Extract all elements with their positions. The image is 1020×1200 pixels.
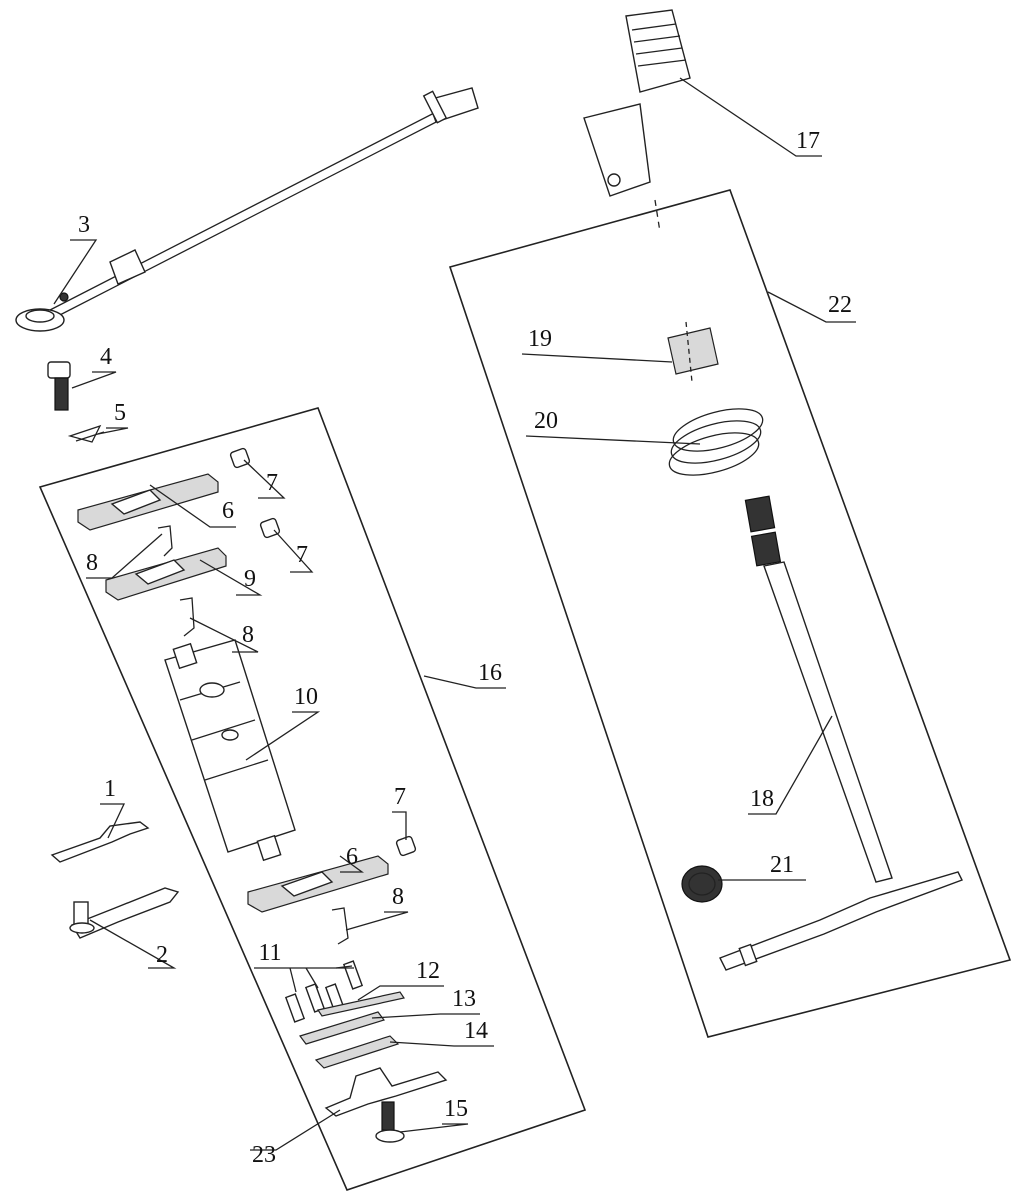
callout-14: 14 — [464, 1018, 488, 1044]
part-7-bushing-a — [229, 447, 251, 469]
part-6-plate-lower — [247, 855, 389, 913]
part-1-link — [50, 821, 150, 863]
part-15-bolt — [375, 1101, 405, 1143]
callout-2: 2 — [156, 942, 168, 968]
part-3-rod — [15, 87, 479, 332]
part-18-shaft — [719, 495, 963, 971]
part-20-spring — [668, 408, 764, 476]
part-12-plate — [317, 991, 405, 1017]
callout-8-b: 8 — [242, 622, 254, 648]
callout-6-lower: 6 — [346, 844, 358, 870]
callout-20: 20 — [534, 408, 558, 434]
callout-9: 9 — [244, 566, 256, 592]
callout-19: 19 — [528, 326, 552, 352]
callout-7-a: 7 — [266, 470, 278, 496]
callout-11: 11 — [258, 940, 281, 966]
callout-22: 22 — [828, 292, 852, 318]
callout-21: 21 — [770, 852, 794, 878]
part-14-plate — [314, 1035, 400, 1069]
part-9-plate — [105, 547, 227, 601]
assembly-16-frame — [38, 407, 587, 1191]
part-4-bolt — [47, 361, 71, 411]
part-19-sleeve — [667, 321, 719, 383]
part-10-shaft — [164, 639, 296, 862]
part-8-clip-b — [179, 597, 195, 637]
callout-13: 13 — [452, 986, 476, 1012]
callout-3: 3 — [78, 212, 90, 238]
part-6-plate-upper — [77, 473, 219, 531]
callout-12: 12 — [416, 958, 440, 984]
callout-4: 4 — [100, 344, 112, 370]
part-7-bushing-b — [259, 517, 281, 539]
callout-7-c: 7 — [394, 784, 406, 810]
part-7-bushing-c — [395, 835, 417, 857]
callout-10: 10 — [294, 684, 318, 710]
part-17-bracket — [583, 9, 691, 233]
part-8-clip-a — [157, 525, 173, 557]
assembly-22-frame — [448, 189, 1012, 1038]
callout-16: 16 — [478, 660, 502, 686]
callout-23: 23 — [252, 1142, 276, 1168]
part-2-arm — [69, 887, 180, 939]
callout-1: 1 — [104, 776, 116, 802]
callout-17: 17 — [796, 128, 820, 154]
callout-15: 15 — [444, 1096, 468, 1122]
part-21-knurled-ring — [681, 865, 723, 903]
part-8-clip-c — [331, 907, 349, 945]
callout-5: 5 — [114, 400, 126, 426]
callout-8-a: 8 — [86, 550, 98, 576]
part-13-plate — [299, 1011, 385, 1045]
leader-lines — [53, 77, 856, 1151]
callout-8-c: 8 — [392, 884, 404, 910]
callout-18: 18 — [750, 786, 774, 812]
callout-6-upper: 6 — [222, 498, 234, 524]
callout-7-b: 7 — [296, 542, 308, 568]
part-23-bracket — [324, 1067, 448, 1117]
